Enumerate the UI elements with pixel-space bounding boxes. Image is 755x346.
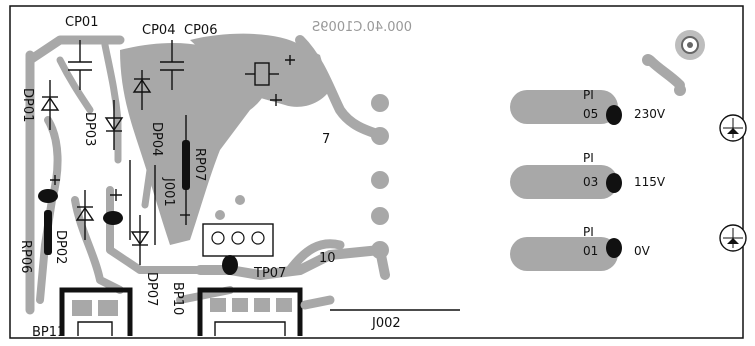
component-outlines xyxy=(38,40,295,275)
label-cp01: CP01 xyxy=(65,15,98,30)
label-node-10: 10 xyxy=(319,251,336,266)
label-node-7: 7 xyxy=(322,132,330,147)
label-p1-b: PI xyxy=(583,151,594,165)
label-p1-a-pin: 05 xyxy=(583,107,598,121)
label-p1-c: PI xyxy=(583,225,594,239)
ground-ring-icon xyxy=(675,30,705,60)
mirrored-part-code: 000.40.C1009S xyxy=(312,20,412,35)
label-dp07: DP07 xyxy=(144,272,159,306)
mounting-hole-icon xyxy=(719,114,747,252)
label-p1-b-pin: 03 xyxy=(583,175,598,189)
p1-pads xyxy=(510,90,622,271)
label-j002: J002 xyxy=(371,316,401,331)
label-p1-b-volt: 115V xyxy=(634,175,666,189)
label-dp03: DP03 xyxy=(82,112,97,146)
label-cp04: CP04 xyxy=(142,23,175,38)
label-cp06: CP06 xyxy=(184,23,217,38)
component-labels: CP01 CP04 CP06 000.40.C1009S DP01 DP03 D… xyxy=(18,15,666,340)
label-bp11: BP11 xyxy=(32,325,65,340)
label-dp04: DP04 xyxy=(149,122,164,156)
label-p1-c-pin: 01 xyxy=(583,244,598,258)
label-p1-a-volt: 230V xyxy=(634,107,666,121)
label-p1-a: PI xyxy=(583,88,594,102)
label-dp02: DP02 xyxy=(53,230,68,264)
label-dp01: DP01 xyxy=(20,88,35,122)
round-pads xyxy=(215,54,686,259)
label-j001: J001 xyxy=(161,177,176,207)
label-bp10: BP10 xyxy=(170,282,185,315)
label-rp07: RP07 xyxy=(192,148,207,181)
label-p1-c-volt: 0V xyxy=(634,244,651,258)
label-rp06: RP06 xyxy=(18,240,33,273)
bottom-connectors xyxy=(59,287,460,336)
label-tp07: TP07 xyxy=(253,266,286,281)
